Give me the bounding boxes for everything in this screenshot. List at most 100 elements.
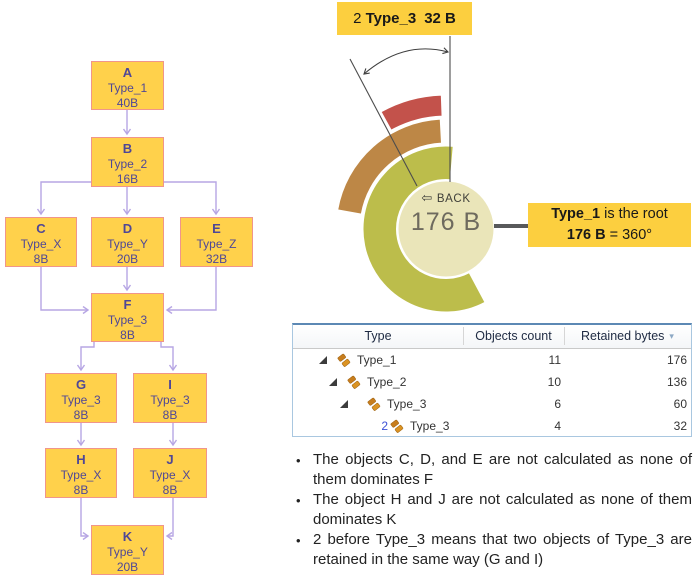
node-type: Type_Z [196,237,237,251]
node-type: Type_3 [150,393,190,407]
node-id: F [123,297,132,312]
column-separator [564,327,565,345]
node-id: E [212,221,221,236]
column-header-objects-count[interactable]: Objects count [475,329,552,343]
sunburst-hub: ⇦BACK 176 B [396,190,496,237]
node-id: A [122,65,133,80]
root-callout: Type_1 is the root 176 B = 360° [528,203,691,247]
column-header-retained-bytes[interactable]: Retained bytes▾ [581,329,674,343]
tree-expander-icon[interactable] [319,356,327,364]
node-id: C [36,221,46,236]
node-size: 32B [205,251,228,266]
type-name: Type_3 [410,419,450,433]
tooltip-count: 2 [353,10,362,27]
type-icon [337,353,351,367]
node-size: 20B [116,559,139,574]
retained-bytes-value: 32 [673,419,687,433]
flow-edges [41,110,216,536]
tooltip-type: Type_3 [365,10,417,27]
back-arrow-icon: ⇦ [421,190,433,205]
node-id: K [122,529,133,544]
back-label: BACK [436,193,471,205]
bullet-icon: • [296,533,301,548]
sunburst-arc-Type_3-L2[interactable] [337,118,443,215]
node-id: H [76,452,86,467]
node-type: Type_3 [61,393,101,407]
tooltip-bytes: 32 B [424,10,456,27]
node-id: I [168,377,172,392]
note-text: The object H and J are not calculated as… [313,491,692,528]
node-id: J [166,452,174,467]
column-separator [463,327,464,345]
node-id: D [122,221,133,236]
type-name: Type_3 [387,397,427,411]
node-size: 8B [162,482,178,497]
node-type: Type_2 [107,157,148,171]
back-button[interactable]: ⇦BACK [396,190,496,206]
node-type: Type_Y [107,237,148,251]
retained-bytes-table: Type Objects count Retained bytes▾ Type_… [292,323,692,437]
type-icon [367,397,381,411]
node-size: 8B [162,407,178,422]
objects-count-value: 11 [548,353,561,367]
bullet-icon: • [296,453,301,468]
sunburst-chart [337,94,486,313]
sunburst-arc-Type_2-L1[interactable] [362,145,486,313]
node-size: 8B [33,251,49,266]
type-name: Type_2 [367,375,407,389]
node-type: Type_3 [107,313,148,327]
hub-total-bytes: 176 B [410,208,482,236]
note-text: 2 before Type_3 means that two objects o… [313,531,692,568]
sunburst-arc-Type_3-L3[interactable] [380,94,443,131]
note-item-1: • The objects C, D, and E are not calcula… [296,450,692,489]
notes-list: • The objects C, D, and E are not calcula… [296,450,692,570]
node-size: 8B [120,327,135,342]
tree-expander-icon[interactable] [329,378,337,386]
sunburst-tooltip: 2 Type_3 32 B [337,2,472,35]
node-id: B [122,141,133,156]
angle-boundary-line [349,58,418,187]
node-type: Type_X [20,237,62,251]
node-size: 16B [116,171,139,186]
node-id: G [75,377,87,392]
node-size: 8B [73,482,89,497]
column-header-type[interactable]: Type [364,329,392,343]
edge-F-I [160,342,173,370]
retained-bytes-value: 136 [666,375,687,389]
sunburst-hub-circle[interactable] [398,181,494,277]
node-size: 40B [116,95,139,110]
retained-bytes-value: 60 [673,397,687,411]
edge-B-C [41,181,91,214]
edge-J-K [167,498,174,536]
objects-count-value: 10 [547,375,561,389]
tree-expander-icon[interactable] [340,400,348,408]
note-text: The objects C, D, and E are not calculat… [313,451,692,488]
type-icon [347,375,361,389]
edge-F-G [81,342,95,370]
instance-count-prefix: 2 [381,419,388,433]
callout-line1: Type_1 is the root [551,206,668,222]
node-type: Type_1 [107,81,148,95]
node-type: Type_X [149,468,191,482]
node-type: Type_Y [107,545,148,559]
node-size: 8B [73,407,89,422]
edge-E-F [167,267,217,310]
angle-arc-arrow [363,47,450,75]
table-row-type_2-1[interactable]: Type_2 10 136 [293,371,691,393]
node-size: 20B [116,251,139,266]
edge-B-E [164,181,216,214]
note-item-2: •The object H and J are not calculated a… [296,490,692,529]
node-type: Type_X [60,468,102,482]
